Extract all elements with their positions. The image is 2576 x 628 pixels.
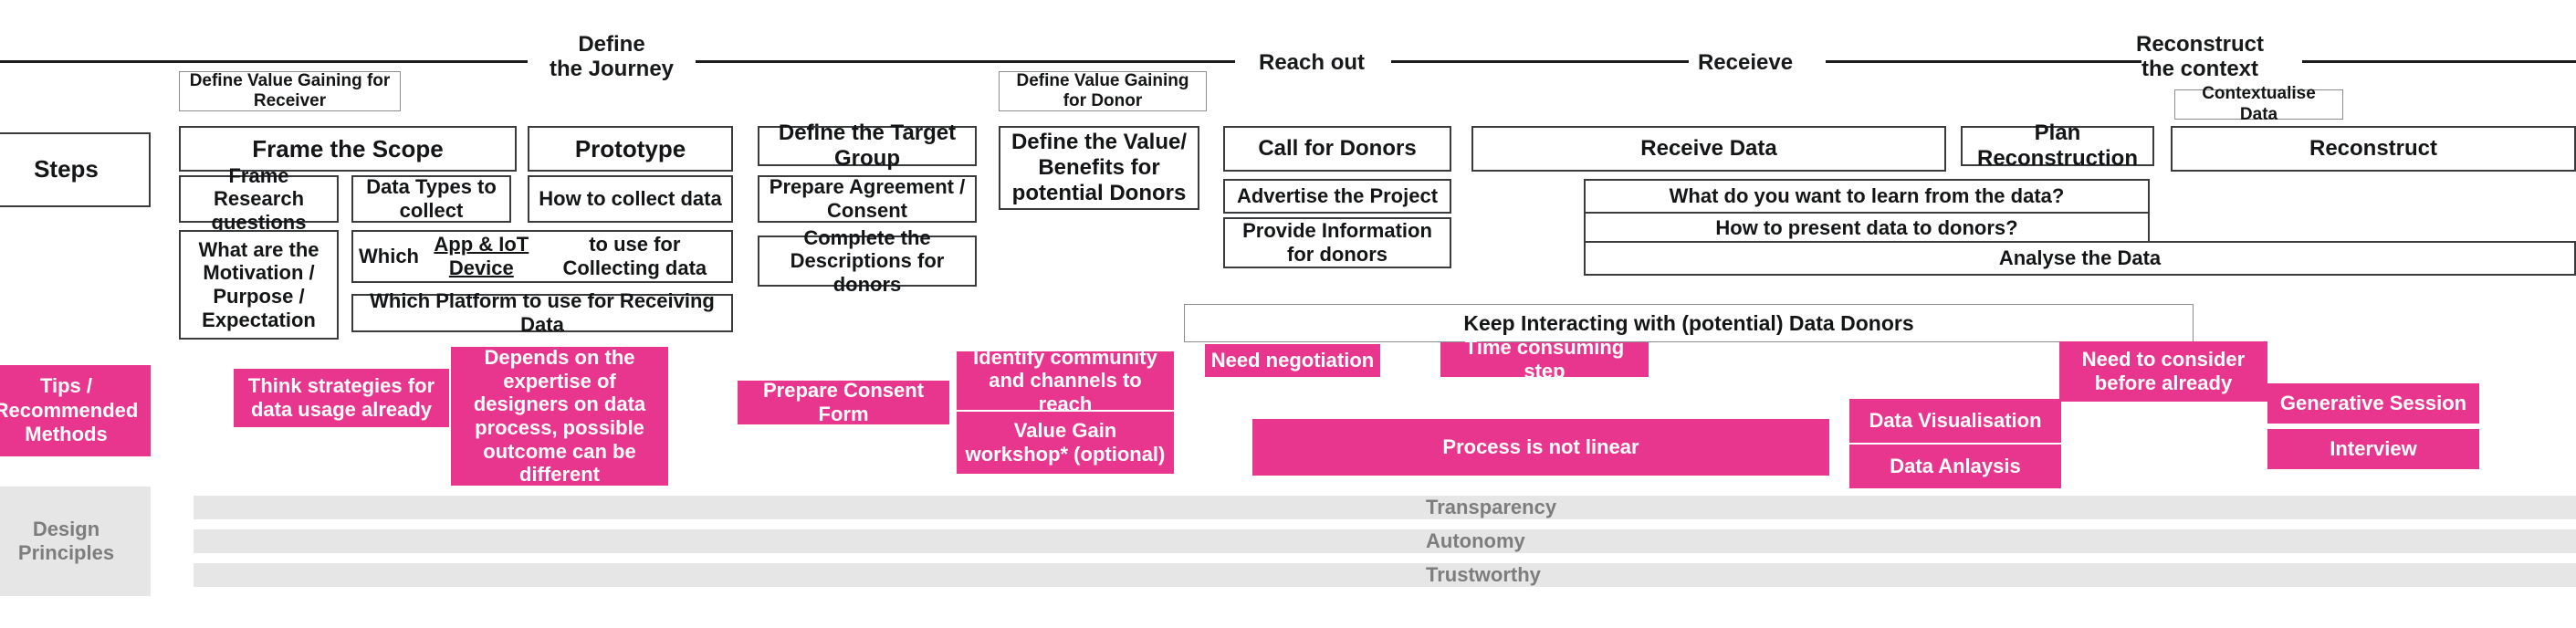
tip-box[interactable]: Interview [2267, 429, 2479, 469]
tip-box[interactable]: Prepare Consent Form [738, 379, 949, 425]
step-box[interactable]: Data Types to collect [351, 175, 511, 223]
tip-box[interactable]: Identify community and channels to reach [957, 346, 1174, 415]
step-box[interactable]: Frame Research questions [179, 164, 339, 234]
tip-box[interactable]: Need negotiation [1205, 344, 1380, 377]
step-box[interactable]: Complete the Descriptions for donors [758, 226, 977, 296]
step-box[interactable]: How to present data to donors? [1584, 212, 2150, 245]
phase-title: Define the Journey [549, 32, 675, 81]
step-box[interactable]: Keep Interacting with (potential) Data D… [1184, 304, 2194, 342]
phase-divider-rule [0, 60, 528, 63]
step-box[interactable]: What do you want to learn from the data? [1584, 179, 2150, 214]
step-box[interactable]: How to collect data [528, 175, 733, 223]
phase-title: Reconstruct the context [2135, 32, 2265, 81]
phase-divider-rule [2302, 60, 2576, 63]
design-principle-bar[interactable]: Autonomy [194, 529, 2576, 553]
step-box[interactable]: Reconstruct [2171, 126, 2576, 172]
step-box[interactable]: Contextualise Data [2174, 84, 2343, 124]
phase-divider-rule [1826, 60, 2141, 63]
design-principle-bar[interactable]: Trustworthy [194, 563, 2576, 587]
phase-divider-rule [696, 60, 1235, 63]
design-principle-bar[interactable]: Transparency [194, 496, 2576, 519]
step-box[interactable]: Advertise the Project [1223, 179, 1451, 214]
tip-box[interactable]: Generative Session [2267, 383, 2479, 424]
step-box[interactable]: What are the Motivation / Purpose / Expe… [179, 230, 339, 340]
step-box[interactable]: Analyse the Data [1584, 241, 2576, 276]
phase-title: Reach out [1258, 50, 1365, 75]
tip-box[interactable]: Data Visualisation [1849, 399, 2061, 443]
tip-box[interactable]: Need to consider before already [2059, 341, 2267, 402]
tip-box[interactable]: Data Anlaysis [1849, 445, 2061, 488]
step-box[interactable]: Frame the Scope [179, 126, 517, 172]
step-box[interactable]: Define Value Gaining for Receiver [179, 71, 401, 111]
step-box[interactable]: Prepare Agreement / Consent [758, 175, 977, 223]
step-box[interactable]: Prototype [528, 126, 733, 172]
row-label-tips: Tips / Recommended Methods [0, 365, 151, 456]
step-box[interactable]: Define the Value/ Benefits for potential… [999, 126, 1199, 210]
step-box[interactable]: Plan Reconstruction [1961, 120, 2154, 171]
tip-box[interactable]: Process is not linear [1252, 419, 1829, 476]
step-box[interactable]: Define the Target Group [758, 120, 977, 171]
row-label-steps: Steps [0, 132, 151, 207]
step-box[interactable]: Call for Donors [1223, 126, 1451, 172]
step-box[interactable]: Provide Information for donors [1223, 217, 1451, 268]
tip-box[interactable]: Time consuming step [1440, 336, 1649, 382]
tip-box[interactable]: Depends on the expertise of designers on… [451, 346, 668, 486]
phase-divider-rule [1391, 60, 1689, 63]
tip-box[interactable]: Value Gain workshop* (optional) [957, 412, 1174, 474]
tip-box[interactable]: Think strategies for data usage already [234, 369, 449, 427]
row-label-design-principles: Design Principles [0, 487, 151, 596]
step-box[interactable]: Define Value Gaining for Donor [999, 71, 1207, 111]
phase-title: Receieve [1697, 50, 1794, 75]
step-box[interactable]: Which Platform to use for Receiving Data [351, 289, 733, 336]
step-box[interactable]: Which App & IoT Device to use for Collec… [351, 230, 733, 283]
step-box[interactable]: Receive Data [1471, 126, 1946, 172]
